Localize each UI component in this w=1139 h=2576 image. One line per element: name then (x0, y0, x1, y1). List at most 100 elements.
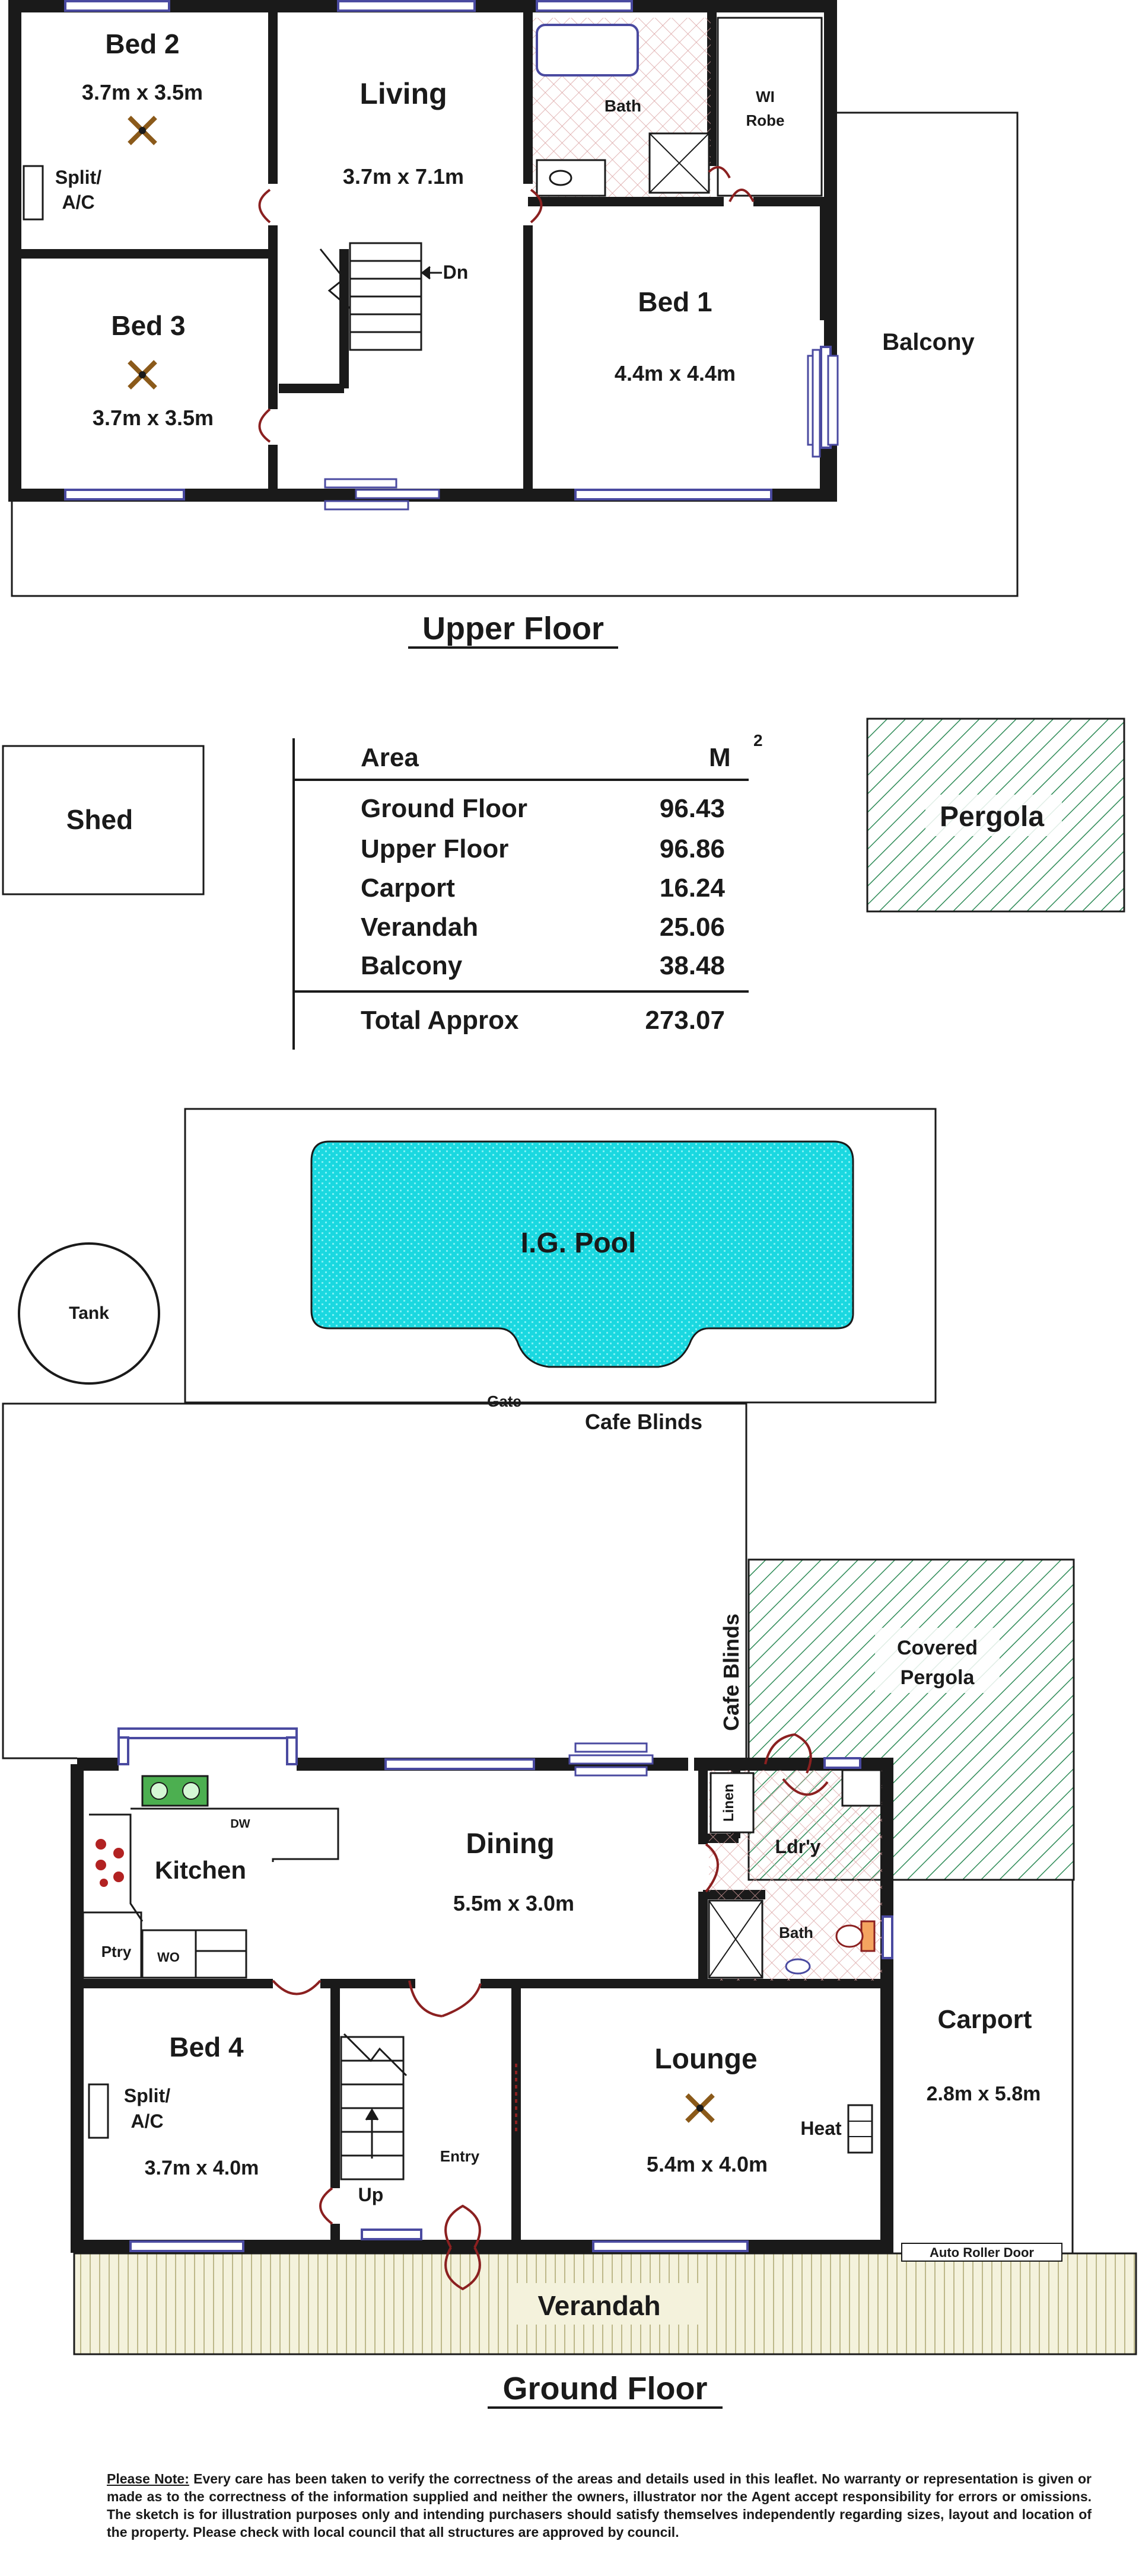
middle-section: Shed Pergola Area M 2 Ground Floor 96.43… (2, 718, 1125, 1050)
split-ac-label-1: Split/ (124, 2085, 170, 2106)
window (592, 2240, 749, 2252)
window (882, 1915, 893, 1959)
auto-roller-door (901, 2243, 1062, 2262)
pergola-label: Pergola (940, 801, 1044, 833)
covered-pergola-label-2: Pergola (901, 1666, 975, 1689)
linen-label: Linen (721, 1784, 737, 1822)
ground-stairs (340, 2033, 408, 2180)
living-size: 3.7m x 7.1m (343, 164, 464, 189)
wi-robe-box (717, 17, 823, 197)
split-ac-unit (23, 165, 44, 221)
bed3-size: 3.7m x 3.5m (93, 406, 214, 430)
dining-label: Dining (466, 1828, 554, 1860)
window (117, 1727, 298, 1739)
area-row-value: 96.86 (660, 834, 725, 863)
window (286, 1736, 298, 1765)
area-header-label: Area (361, 743, 419, 772)
sliding-door-living (324, 478, 440, 511)
sliding-door-balcony (807, 349, 839, 458)
shed-box (2, 745, 205, 895)
ground-bath-label: Bath (779, 1924, 813, 1941)
ceiling-fan-bed3 (128, 360, 157, 390)
pool (310, 1140, 854, 1368)
covered-pergola-label-1: Covered (897, 1637, 978, 1659)
pool-label: I.G. Pool (521, 1228, 637, 1259)
area-row-value: 38.48 (660, 951, 725, 980)
window (384, 1758, 535, 1770)
dining-size: 5.5m x 3.0m (453, 1891, 574, 1915)
area-table: Area M 2 Ground Floor 96.43 Upper Floor … (292, 731, 763, 1050)
lounge-size: 5.4m x 4.0m (647, 2152, 768, 2176)
window (361, 2229, 422, 2240)
window (129, 2240, 244, 2252)
split-ac-label-2: A/C (131, 2110, 163, 2132)
bed1-name: Bed 1 (638, 286, 712, 317)
area-row-value: 25.06 (660, 913, 725, 942)
wo-box (141, 1929, 247, 1979)
window (64, 489, 185, 500)
balcony-outline (11, 111, 1019, 597)
auto-roller-door-label: Auto Roller Door (930, 2245, 1034, 2260)
area-row-value: 16.24 (660, 873, 726, 903)
wo-label: WO (157, 1950, 180, 1965)
carport-outline (889, 1879, 1074, 2255)
area-row-label: Carport (361, 873, 455, 903)
split-ac-label-1: Split/ (55, 167, 101, 188)
disclaimer: Please Note: Every care has been taken t… (107, 2470, 1092, 2541)
carport-label: Carport (938, 2005, 1032, 2034)
entertaining-outline (2, 1402, 747, 1759)
toilet-icon (835, 1920, 876, 1952)
sliding-door-dining (568, 1742, 654, 1777)
window (536, 0, 633, 12)
ceiling-fan-lounge (685, 2093, 715, 2123)
upper-floor-title: Upper Floor (422, 611, 604, 646)
area-row-label: Upper Floor (361, 834, 508, 863)
disclaimer-text: Every care has been taken to verify the … (107, 2471, 1092, 2540)
ground-floor: Cafe Blinds Cafe Blinds Covered Pergola (2, 1402, 1137, 2409)
ceiling-fan-bed2 (128, 116, 157, 145)
laundry-label: Ldr'y (775, 1836, 821, 1857)
split-ac-unit (88, 2083, 109, 2139)
pool-area: I.G. Pool Tank Gate (18, 1108, 937, 1410)
cafe-blinds-side-label: Cafe Blinds (719, 1614, 743, 1731)
door-swings-ground (272, 1733, 829, 2291)
area-row-value: 96.43 (660, 794, 725, 823)
kitchen-label: Kitchen (155, 1856, 246, 1884)
wi-robe-label-2: Robe (746, 111, 785, 129)
lounge-label: Lounge (654, 2043, 757, 2075)
window (823, 1757, 861, 1769)
upper-bath-label: Bath (605, 97, 641, 115)
stair-up-label: Up (358, 2184, 384, 2205)
window (64, 0, 170, 12)
linen-box (710, 1772, 755, 1834)
bed4-size: 3.7m x 4.0m (145, 2157, 259, 2179)
tank-label: Tank (69, 1303, 109, 1323)
ground-outer-wall (71, 1758, 893, 2253)
wi-robe-label-1: WI (756, 88, 775, 106)
verandah-label: Verandah (537, 2290, 660, 2321)
ptry-label: Ptry (101, 1943, 132, 1960)
split-ac-label-2: A/C (62, 192, 94, 213)
area-row-label: Ground Floor (361, 794, 527, 823)
heat-label: Heat (800, 2118, 842, 2139)
gate-label: Gate (487, 1392, 521, 1410)
area-header-unit-sup: 2 (753, 731, 763, 750)
cooktop-icon (96, 1839, 124, 1887)
area-row-label: Verandah (361, 913, 478, 942)
cafe-blinds-top-label: Cafe Blinds (585, 1410, 702, 1434)
balcony-label: Balcony (882, 329, 975, 355)
bed4-label: Bed 4 (169, 2032, 244, 2062)
pantry-box (82, 1911, 142, 1979)
stair-dn-label: Dn (443, 262, 469, 283)
water-tank (18, 1242, 160, 1385)
area-total-label: Total Approx (361, 1006, 519, 1035)
bed2-name: Bed 2 (105, 28, 179, 59)
ground-floor-title: Ground Floor (503, 2371, 708, 2406)
upper-floor: Bed 2 3.7m x 3.5m Split/ A/C Bed 3 3.7m … (8, 0, 1019, 649)
window (337, 0, 476, 12)
shed-label: Shed (66, 804, 133, 835)
area-total-value: 273.07 (645, 1006, 725, 1035)
disclaimer-heading: Please Note: (107, 2471, 189, 2486)
kitchen-bench (131, 1807, 339, 1862)
